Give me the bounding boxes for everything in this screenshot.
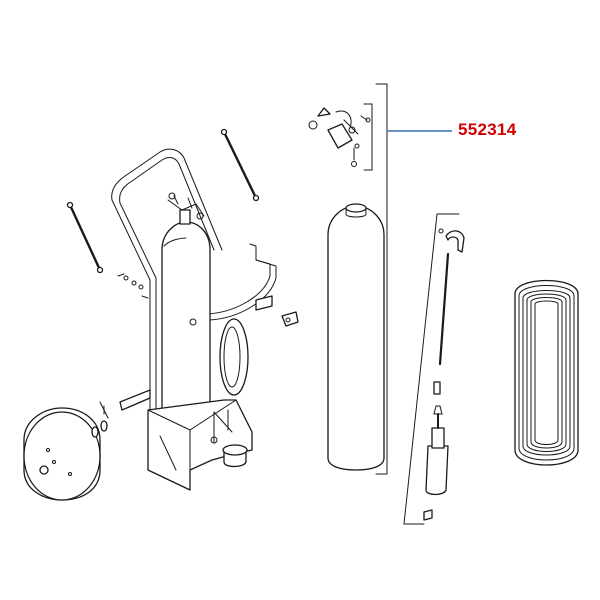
hose-coil — [514, 279, 579, 466]
cart-cylinder-valve — [167, 192, 205, 225]
strap-clamp — [189, 311, 299, 327]
front-wheel — [23, 407, 108, 501]
valve-kit — [308, 107, 371, 167]
tie-rod-right — [220, 128, 260, 202]
cart-assembly — [23, 128, 299, 501]
tie-rod-left — [66, 201, 104, 274]
cart-handle — [111, 148, 223, 411]
handle-hardware — [117, 273, 149, 299]
part-number-label: 552314 — [458, 120, 517, 139]
torch-parts — [423, 228, 465, 521]
rear-wheel — [219, 318, 249, 396]
torch-parts-bracket — [403, 213, 460, 525]
cart-foot — [222, 444, 248, 468]
kit-group-bracket — [375, 83, 388, 475]
cart-axle — [99, 389, 151, 419]
valve-kit-bracket — [363, 103, 373, 171]
spare-cylinder — [327, 203, 385, 471]
